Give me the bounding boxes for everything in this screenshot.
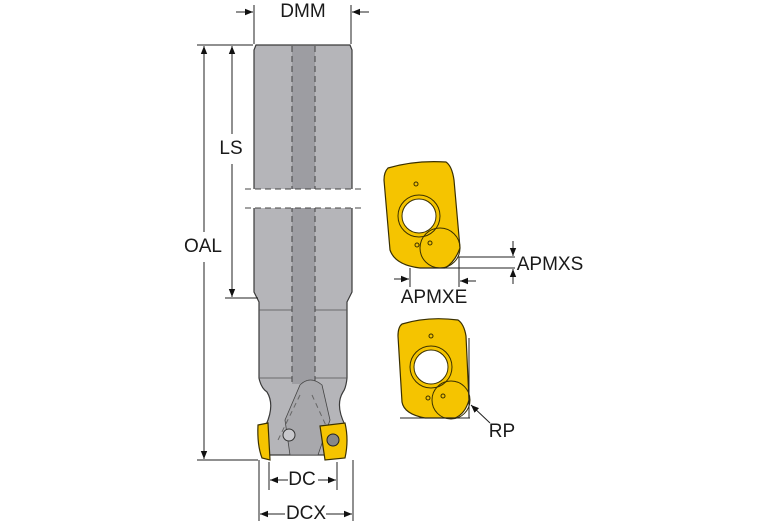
insert-corner-view [397,318,471,420]
insert-top-view [383,161,461,269]
dimension-dc: DC [268,462,338,490]
dimension-ls: LS [219,46,258,299]
end-mill-body [245,44,363,461]
dimension-rp: RP [470,404,515,442]
label-apmxs: APMXS [517,254,584,275]
insert-screw-icon [326,433,340,447]
dimension-oal: OAL [184,44,258,461]
clamp-screw-icon [282,428,296,442]
dimension-dmm: DMM [236,1,369,44]
insert-left [257,422,271,461]
label-rp: RP [489,421,515,442]
coolant-channel [292,46,315,384]
label-dmm: DMM [280,1,325,22]
label-oal: OAL [184,236,222,257]
dimension-apmxs: APMXS [420,241,583,284]
dimension-dcx: DCX [258,460,354,523]
label-apmxe: APMXE [401,287,468,308]
dimension-apmxe: APMXE [394,257,476,308]
label-dcx: DCX [286,503,326,523]
label-ls: LS [219,138,242,159]
label-dc: DC [288,469,315,490]
length-break [245,189,363,208]
